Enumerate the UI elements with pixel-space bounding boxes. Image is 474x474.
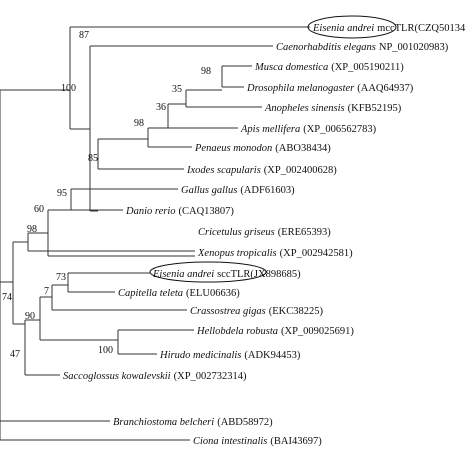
bootstrap-value: 85	[88, 153, 98, 164]
bootstrap-value: 98	[134, 118, 144, 129]
tree-branches	[0, 26, 310, 441]
highlight-ellipse-scctlr	[149, 261, 267, 283]
bootstrap-value: 87	[79, 30, 89, 41]
taxon-label: Saccoglossus kowalevskii(XP_002732314)	[63, 371, 247, 382]
bootstrap-values: 87 98 35 36 98 100 85 95 60 98 73 7 90 1…	[2, 30, 211, 360]
taxon-label: Crassostrea gigas(EKC38225)	[190, 306, 324, 317]
bootstrap-value: 35	[172, 84, 182, 95]
taxon-label: Apis mellifera(XP_006562783)	[240, 124, 377, 135]
taxon-label: Drosophila melanogaster(AAQ64937)	[246, 83, 414, 94]
taxon-label: Xenopus tropicalis(XP_002942581)	[197, 248, 353, 259]
bootstrap-value: 47	[10, 349, 20, 360]
taxon-label: Branchiostoma belcheri(ABD58972)	[113, 417, 273, 428]
taxon-label: Danio rerio(CAQ13807)	[125, 206, 234, 217]
taxon-label: Capitella teleta(ELU06636)	[118, 288, 240, 299]
bootstrap-value: 90	[25, 311, 35, 322]
bootstrap-value: 74	[2, 292, 12, 303]
taxon-label: Ciona intestinalis(BAI43697)	[193, 436, 322, 447]
taxon-label: Ixodes scapularis(XP_002400628)	[186, 165, 337, 176]
bootstrap-value: 7	[44, 286, 49, 297]
bootstrap-value: 60	[34, 204, 44, 215]
taxon-label: Penaeus monodon(ABO38434)	[194, 143, 331, 154]
taxon-label: Gallus gallus(ADF61603)	[181, 185, 295, 196]
taxon-label: Musca domestica(XP_005190211)	[254, 62, 404, 73]
bootstrap-value: 100	[98, 345, 113, 356]
taxon-label: Cricetulus griseus(ERE65393)	[198, 227, 331, 238]
highlight-ellipse-mcctlr	[307, 15, 397, 39]
taxon-label: Hellobdela robusta(XP_009025691)	[196, 326, 354, 337]
bootstrap-value: 98	[201, 66, 211, 77]
taxon-label: Anopheles sinensis(KFB52195)	[264, 103, 402, 114]
bootstrap-value: 36	[156, 102, 166, 113]
bootstrap-value: 95	[57, 188, 67, 199]
bootstrap-value: 100	[61, 83, 76, 94]
taxon-label: Hirudo medicinalis(ADK94453)	[159, 350, 301, 361]
bootstrap-value: 98	[27, 224, 37, 235]
bootstrap-value: 73	[56, 272, 66, 283]
